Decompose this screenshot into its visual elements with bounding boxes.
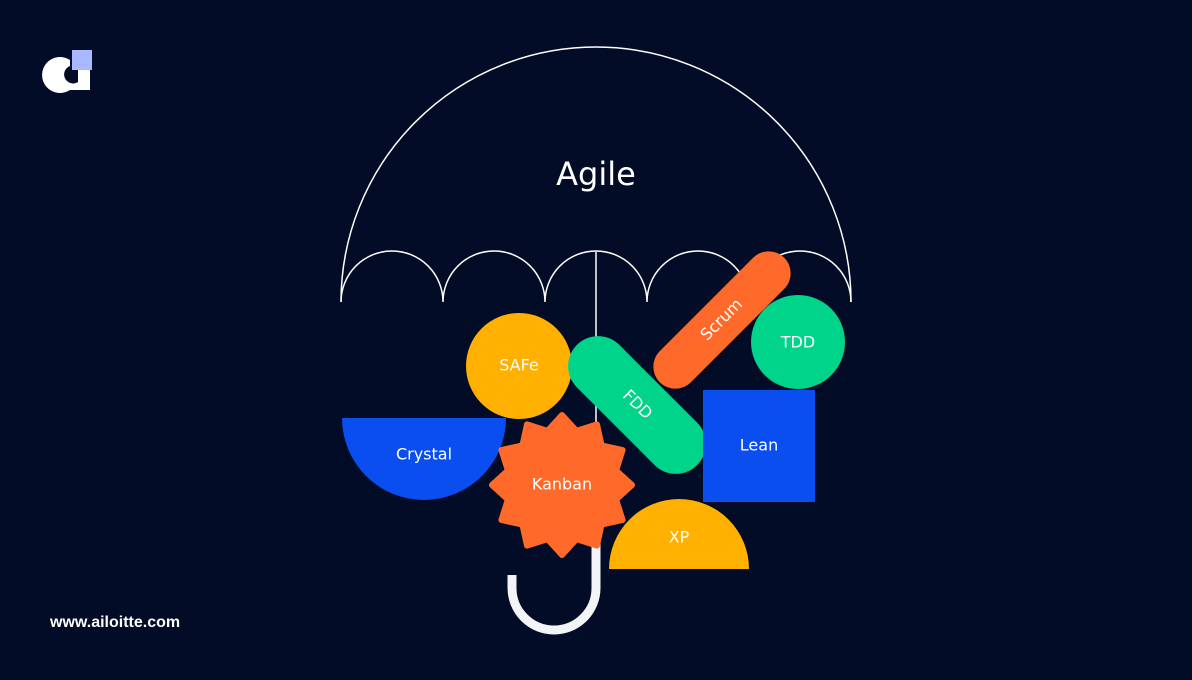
umbrella-handle — [507, 540, 601, 635]
umbrella-canopy — [340, 46, 852, 303]
diagram-title: Agile — [556, 155, 636, 193]
label-lean: Lean — [740, 436, 778, 455]
shape-lean: Lean — [703, 390, 815, 502]
label-kanban: Kanban — [532, 475, 592, 494]
label-xp: XP — [669, 528, 690, 547]
label-safe: SAFe — [499, 356, 539, 375]
shape-xp: XP — [609, 499, 749, 569]
shape-kanban: Kanban — [489, 412, 635, 558]
shape-fdd: FDD — [568, 336, 706, 474]
shape-tdd: TDD — [751, 295, 845, 389]
website-url: www.ailoitte.com — [50, 614, 181, 631]
brand-logo — [42, 50, 92, 94]
shape-crystal: Crystal — [342, 418, 506, 500]
shape-safe: SAFe — [466, 313, 572, 419]
label-crystal: Crystal — [396, 445, 452, 464]
label-tdd: TDD — [780, 333, 815, 352]
